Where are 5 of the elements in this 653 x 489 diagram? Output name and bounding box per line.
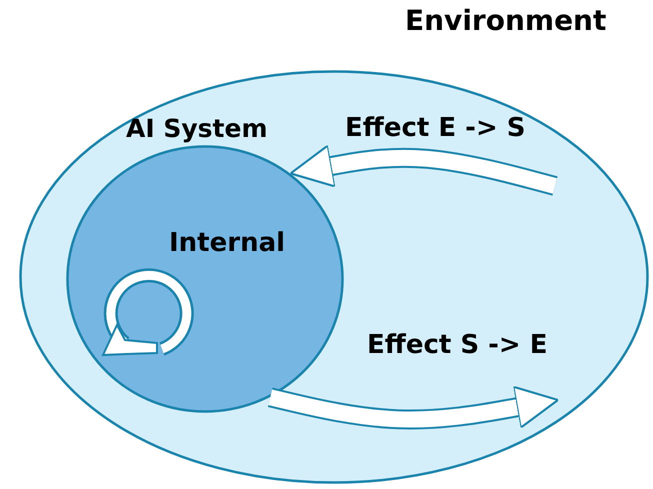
node-heading: AI System [126,114,268,143]
node-label: Internal [169,228,286,258]
node-heading: Environment [405,4,606,37]
edge-label: Effect E -> S [345,113,526,143]
edge-label: Effect S -> E [367,330,548,360]
